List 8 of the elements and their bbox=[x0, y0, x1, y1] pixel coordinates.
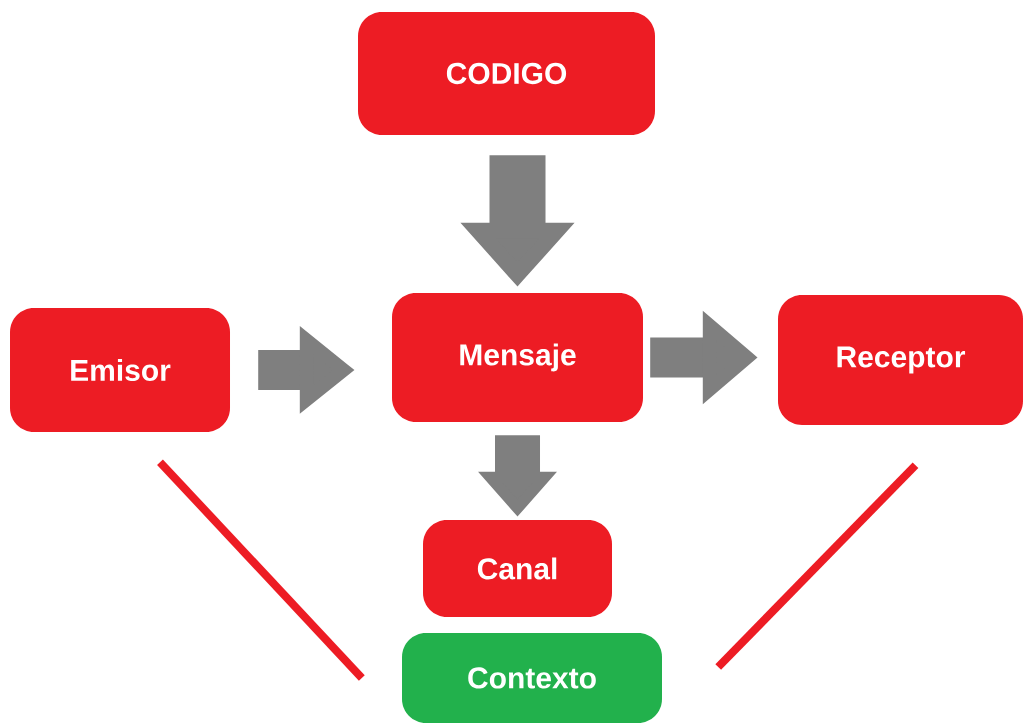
process-box: Emisor bbox=[10, 308, 230, 432]
process-box: Canal bbox=[423, 520, 612, 617]
connector-line bbox=[157, 459, 365, 681]
process-box: CODIGO bbox=[358, 12, 655, 135]
process-box: Receptor bbox=[778, 295, 1023, 425]
process-box: Mensaje bbox=[392, 293, 643, 422]
connector-line bbox=[715, 462, 919, 670]
process-box: Contexto bbox=[402, 633, 662, 723]
